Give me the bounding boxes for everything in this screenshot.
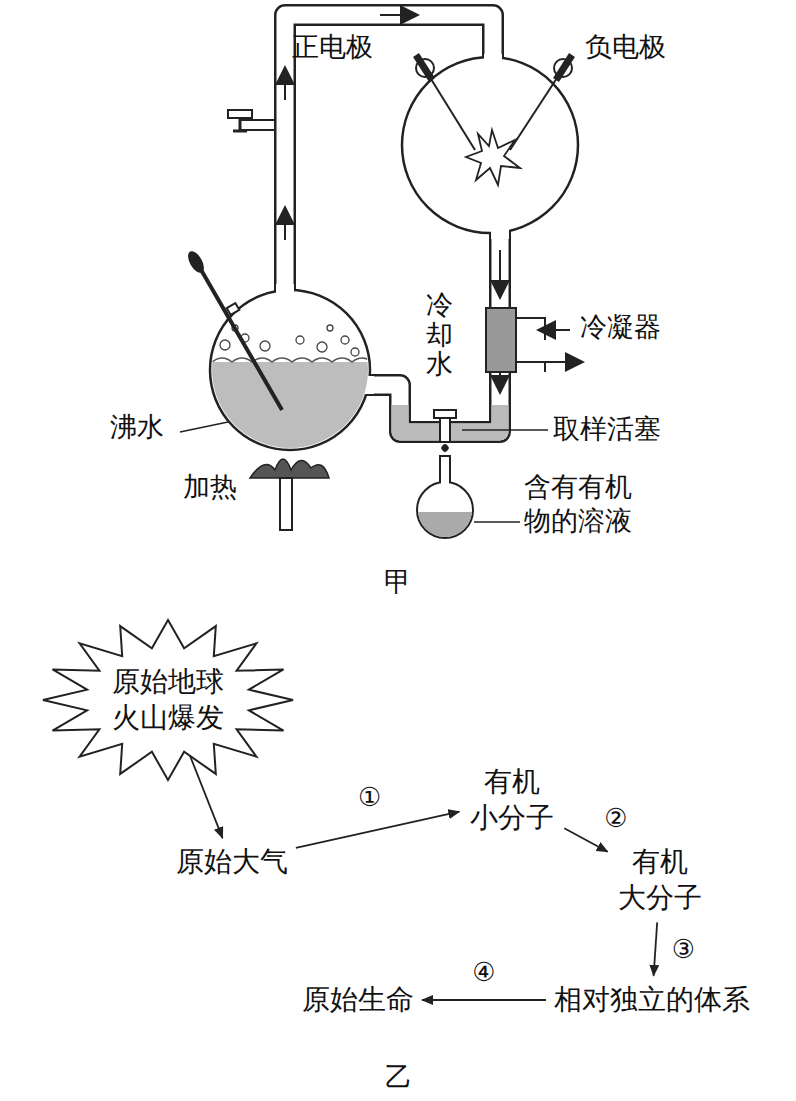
starburst-outline	[43, 620, 293, 780]
node-text: 原始生命	[302, 982, 414, 1018]
node-text: 原始地球 火山爆发	[109, 664, 227, 737]
electrode-label: 负电极	[585, 30, 666, 64]
figure-label: 甲	[384, 565, 411, 599]
stage-node: 有机 小分子	[461, 760, 563, 841]
heat-label: 加热	[183, 470, 237, 504]
process-arrow	[296, 812, 459, 848]
node-text: 原始大气	[176, 844, 288, 880]
valve-label: 取样活塞	[553, 412, 661, 446]
node-text: 有机 大分子	[615, 844, 705, 917]
water-label: 沸水	[110, 410, 164, 444]
electrode-label: 正电极	[292, 30, 373, 64]
stage-node: 原始生命	[296, 978, 420, 1022]
solution-label: 含有有机物的溶液	[524, 470, 636, 538]
node-text: 有机 小分子	[467, 764, 557, 837]
process-arrow	[564, 828, 607, 851]
node-text: 相对独立的体系	[554, 982, 750, 1018]
stage-node: 相对独立的体系	[548, 978, 756, 1022]
stage-node: 原始大气	[170, 840, 294, 884]
step-number: ①	[356, 783, 383, 812]
process-arrow	[422, 999, 546, 1001]
condenser-label: 冷凝器	[580, 310, 661, 344]
coolant-label: 冷却水	[426, 290, 453, 379]
figure-label: 乙	[385, 1060, 412, 1094]
step-number: ④	[470, 958, 497, 987]
starburst-node: 原始地球 火山爆发	[43, 620, 293, 780]
process-arrow	[654, 922, 658, 975]
starburst-outline	[43, 620, 293, 780]
step-number: ③	[670, 935, 697, 964]
step-number: ②	[602, 804, 629, 833]
stage-node: 有机 大分子	[609, 840, 711, 921]
